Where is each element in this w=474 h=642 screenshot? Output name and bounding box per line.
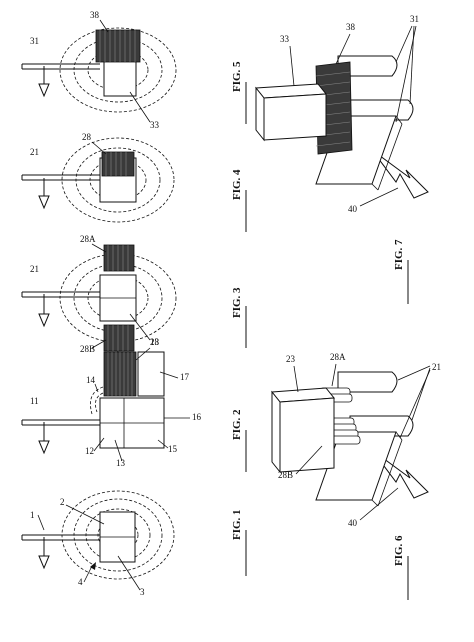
fig-1-label: FIG. 1: [231, 509, 243, 540]
figure-2: 11 12 13 14 15 16 17 18 19 FIG. 2: [21, 334, 247, 472]
ref-28B-fig6: 28B: [278, 470, 293, 480]
ref-11: 11: [30, 396, 39, 406]
ref-21-fig4: 21: [30, 147, 39, 157]
ref-40-fig6: 40: [348, 518, 358, 528]
figure-7: 33 38 31 40 FIG. 7: [255, 14, 429, 304]
fig-6-label: FIG. 6: [393, 535, 405, 566]
ref-21-fig6: 21: [432, 362, 441, 372]
ref-21-fig3: 21: [30, 264, 39, 274]
ref-13: 13: [116, 458, 126, 468]
fig-3-label: FIG. 3: [231, 287, 243, 318]
fig-4-label: FIG. 4: [231, 169, 243, 200]
figure-5: 31 33 38 FIG. 5: [21, 10, 247, 130]
fig-7-label: FIG. 7: [393, 239, 405, 270]
fig-5-label: FIG. 5: [231, 61, 243, 92]
figure-6: 23 28A 28B 21 40 FIG. 6: [271, 352, 441, 600]
ref-16: 16: [192, 412, 202, 422]
ref-31-fig7: 31: [410, 14, 419, 24]
ref-23-fig6: 23: [286, 354, 296, 364]
ref-14: 14: [86, 375, 96, 385]
ref-28A-fig6: 28A: [330, 352, 346, 362]
figure-1: 1 2 3 4 FIG. 1: [21, 490, 247, 597]
ref-4: 4: [78, 577, 83, 587]
ref-18: 18: [150, 337, 160, 347]
ref-28A-fig3: 28A: [80, 234, 96, 244]
ref-28-fig4: 28: [82, 132, 92, 142]
ref-38-fig5: 38: [90, 10, 100, 20]
ref-3: 3: [140, 587, 145, 597]
ref-31-fig5: 31: [30, 36, 39, 46]
figure-3: 21 23 28A 28B FIG. 3: [21, 234, 247, 354]
figure-4: 21 28 FIG. 4: [21, 132, 247, 232]
ref-2: 2: [60, 497, 65, 507]
ref-33-fig7: 33: [280, 34, 290, 44]
ref-12: 12: [85, 446, 94, 456]
ref-28B-fig3: 28B: [80, 344, 95, 354]
ref-1: 1: [30, 510, 35, 520]
ref-33-fig5: 33: [150, 120, 160, 130]
ref-40-fig7: 40: [348, 204, 358, 214]
ref-23-fig3: 23: [150, 337, 160, 347]
ref-38-fig7: 38: [346, 22, 356, 32]
fig-2-label: FIG. 2: [231, 409, 243, 440]
ref-15: 15: [168, 444, 178, 454]
ref-17: 17: [180, 372, 190, 382]
